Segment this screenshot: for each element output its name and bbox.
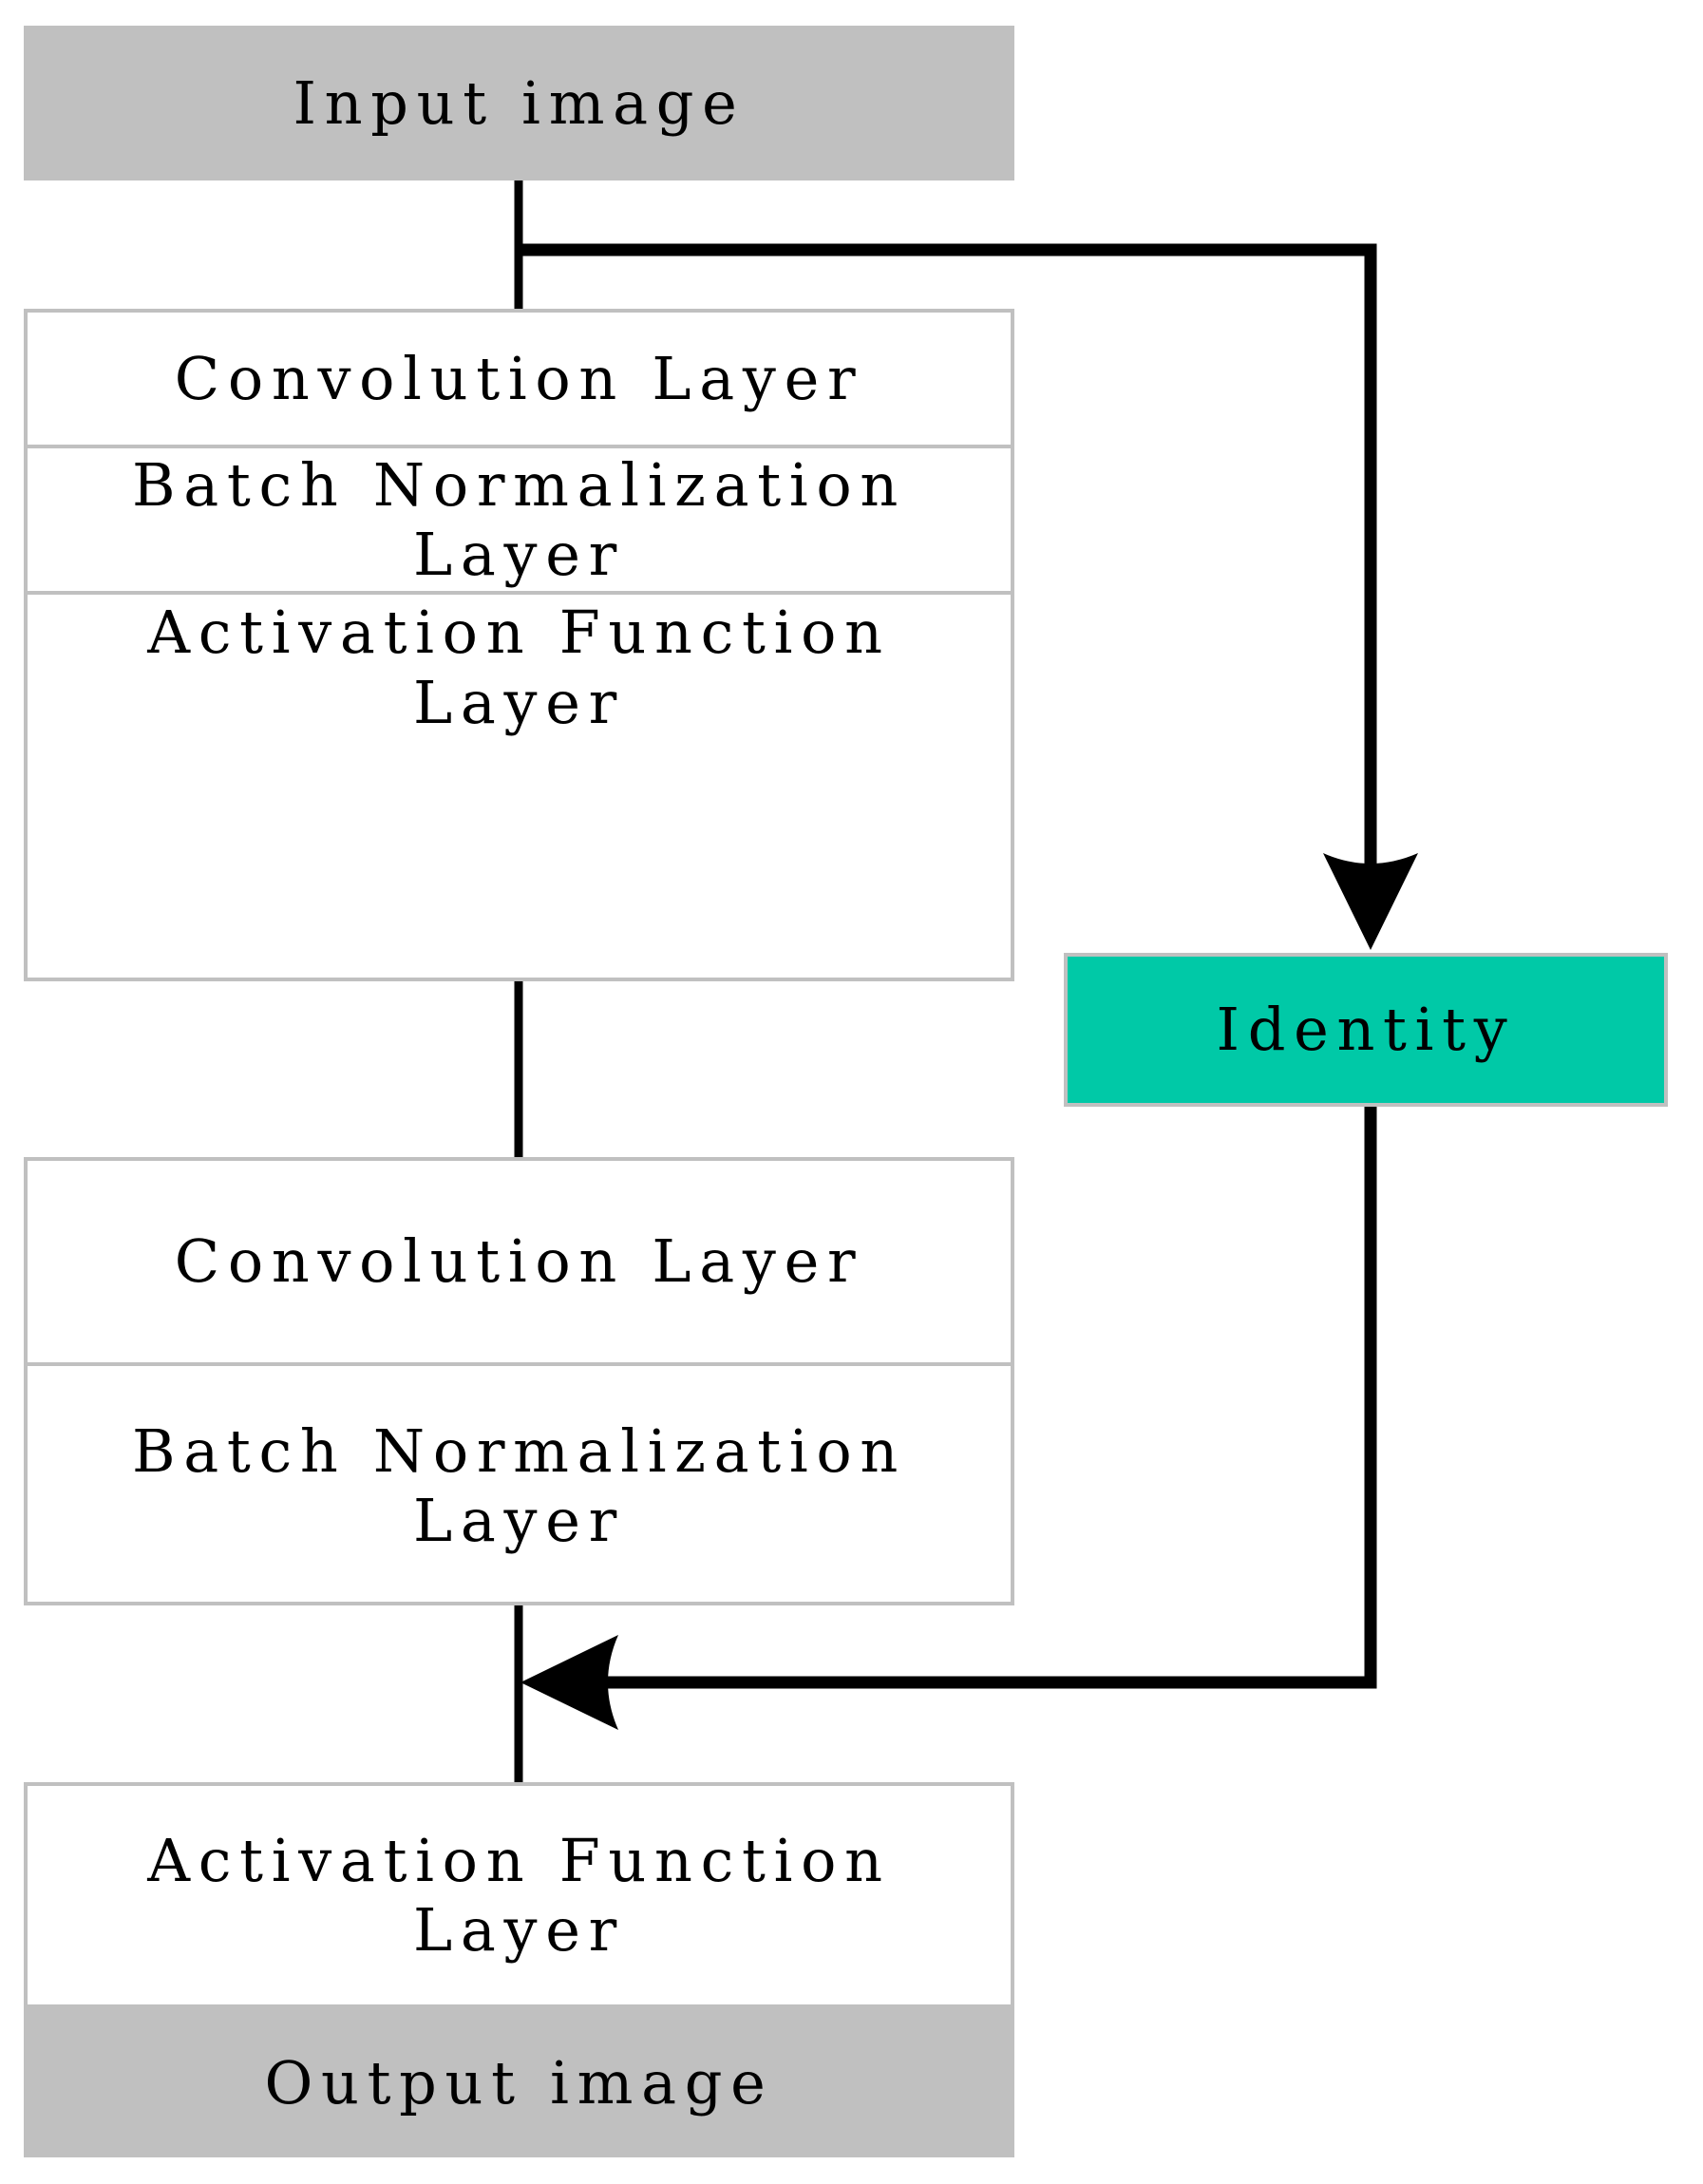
arrowhead-into-sum [520, 1635, 618, 1730]
row-batch-normalization-layer-2[interactable]: Batch Normalization Layer [132, 1415, 906, 1555]
row-activation-function-layer-1[interactable]: Activation Function Layer [147, 598, 891, 737]
block-conv-bn-act-1: Convolution Layer Batch Normalization La… [24, 309, 1014, 981]
node-identity[interactable]: Identity [1064, 953, 1668, 1107]
row-batch-normalization-layer-1[interactable]: Batch Normalization Layer [28, 448, 1011, 595]
node-input-image[interactable]: Input image [24, 26, 1014, 180]
row-convolution-layer-2[interactable]: Convolution Layer [28, 1161, 1011, 1366]
node-activation-function-layer-output[interactable]: Activation Function Layer [24, 1782, 1014, 2008]
block-conv-bn-2: Convolution Layer Batch Normalization La… [24, 1157, 1014, 1605]
node-output-image[interactable]: Output image [24, 2008, 1014, 2157]
row-convolution-layer-1[interactable]: Convolution Layer [28, 313, 1011, 448]
arrowhead-into-identity [1323, 853, 1418, 950]
